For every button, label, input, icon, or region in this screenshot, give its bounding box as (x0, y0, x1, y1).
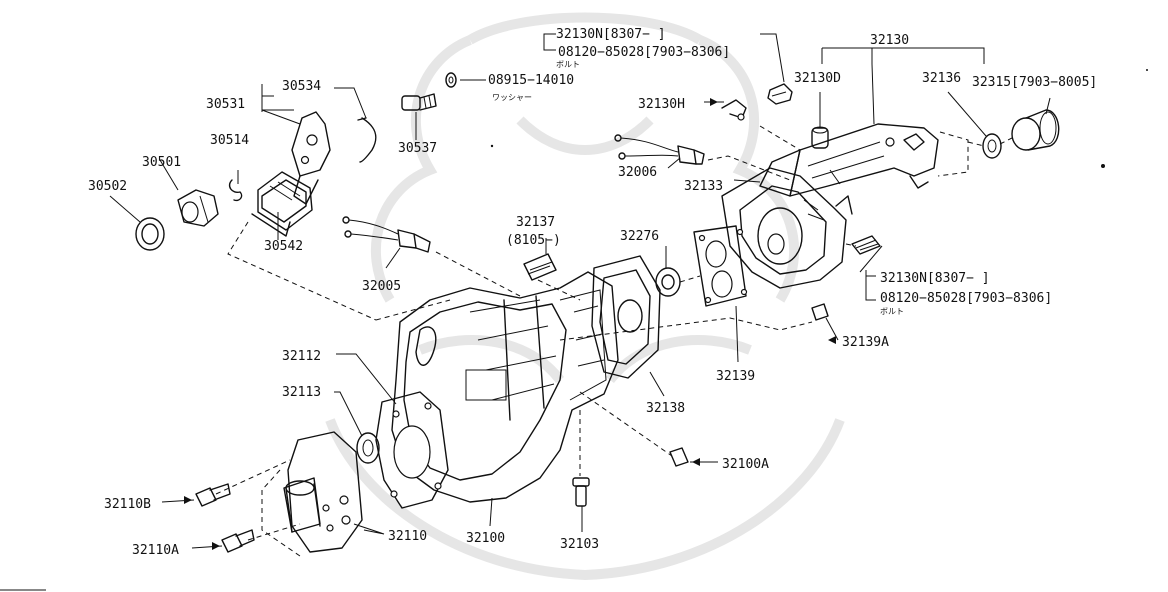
transmission-case-32100 (391, 271, 619, 503)
gasket-32139 (693, 225, 748, 307)
sensor-32005 (342, 216, 431, 253)
label-30537: 30537 (398, 141, 437, 156)
plug-32100A (669, 447, 689, 467)
label-32276: 32276 (620, 229, 659, 244)
washer-08915 (445, 72, 457, 88)
gasket-32112 (375, 391, 449, 509)
label-30502: 30502 (88, 179, 127, 194)
label-30542: 30542 (264, 239, 303, 254)
release-bearing-hub-30542 (251, 171, 313, 237)
label-30501: 30501 (142, 155, 181, 170)
label-32136: 32136 (922, 71, 961, 86)
sensor-32006 (614, 134, 705, 165)
label-32112: 32112 (282, 349, 321, 364)
bolt-32139A (811, 303, 829, 321)
leader-lines (109, 33, 1051, 549)
spring-clip-30534 (357, 117, 377, 163)
assembly-lines (215, 125, 1013, 557)
markers (184, 69, 1148, 550)
bolt-32130N-top (767, 83, 793, 105)
label-32138: 32138 (646, 401, 685, 416)
label-32103: 32103 (560, 537, 599, 552)
label-32130N-top: 32130N[8307− ] (556, 27, 666, 42)
label-32130N-right: 32130N[8307− ] (880, 271, 990, 286)
label-32139: 32139 (716, 369, 755, 384)
oil-seal-32113 (356, 432, 380, 464)
pin-32137 (523, 253, 557, 281)
label-32100: 32100 (466, 531, 505, 546)
front-cover-32110 (283, 431, 363, 553)
label-32006: 32006 (618, 165, 657, 180)
bushing-32136 (982, 133, 1002, 159)
label-32133: 32133 (684, 179, 723, 194)
bolt-30537 (401, 93, 437, 111)
ball-pivot-30501 (177, 189, 219, 227)
label-32100A: 32100A (722, 457, 769, 472)
part-labels: 30534 30531 30514 30501 30502 30542 0891… (88, 27, 1097, 558)
label-8105: (8105−) (506, 233, 561, 248)
label-08120-top: 08120−85028[7903−8306] (558, 45, 730, 60)
label-30534: 30534 (282, 79, 321, 94)
extension-housing-32130 (759, 123, 939, 197)
watermark-emblem (325, 12, 845, 581)
label-32137: 32137 (516, 215, 555, 230)
label-32110B: 32110B (104, 497, 151, 512)
label-32110A: 32110A (132, 543, 179, 558)
label-32130D: 32130D (794, 71, 841, 86)
label-32110: 32110 (388, 529, 427, 544)
label-32005: 32005 (362, 279, 401, 294)
label-30514: 30514 (210, 133, 249, 148)
bolt-32110A (221, 529, 255, 553)
spring-30514 (228, 179, 243, 202)
adapter-housing-32133 (721, 167, 853, 289)
label-30531: 30531 (206, 97, 245, 112)
bolt-32110B (195, 483, 231, 507)
label-bolt-kana-right: ボルト (880, 307, 904, 316)
intermediate-plate-32138 (591, 255, 661, 379)
label-08120-right: 08120−85028[7903−8306] (880, 291, 1052, 306)
oil-seal-32315 (1011, 109, 1060, 151)
label-washer-kana: ワッシャー (492, 93, 532, 102)
breather-32103 (572, 477, 590, 507)
label-32130H: 32130H (638, 97, 685, 112)
label-32130: 32130 (870, 33, 909, 48)
shift-fork-30531 (291, 111, 331, 205)
bracket-32130H (721, 99, 747, 121)
label-bolt-kana-top: ボルト (556, 60, 580, 69)
dust-boot-30502 (135, 217, 165, 251)
label-32315: 32315[7903−8005] (972, 75, 1097, 90)
label-32113: 32113 (282, 385, 321, 400)
label-08915-14010: 08915−14010 (488, 73, 574, 88)
label-32139A: 32139A (842, 335, 889, 350)
bolt-32130N-right (851, 235, 881, 255)
